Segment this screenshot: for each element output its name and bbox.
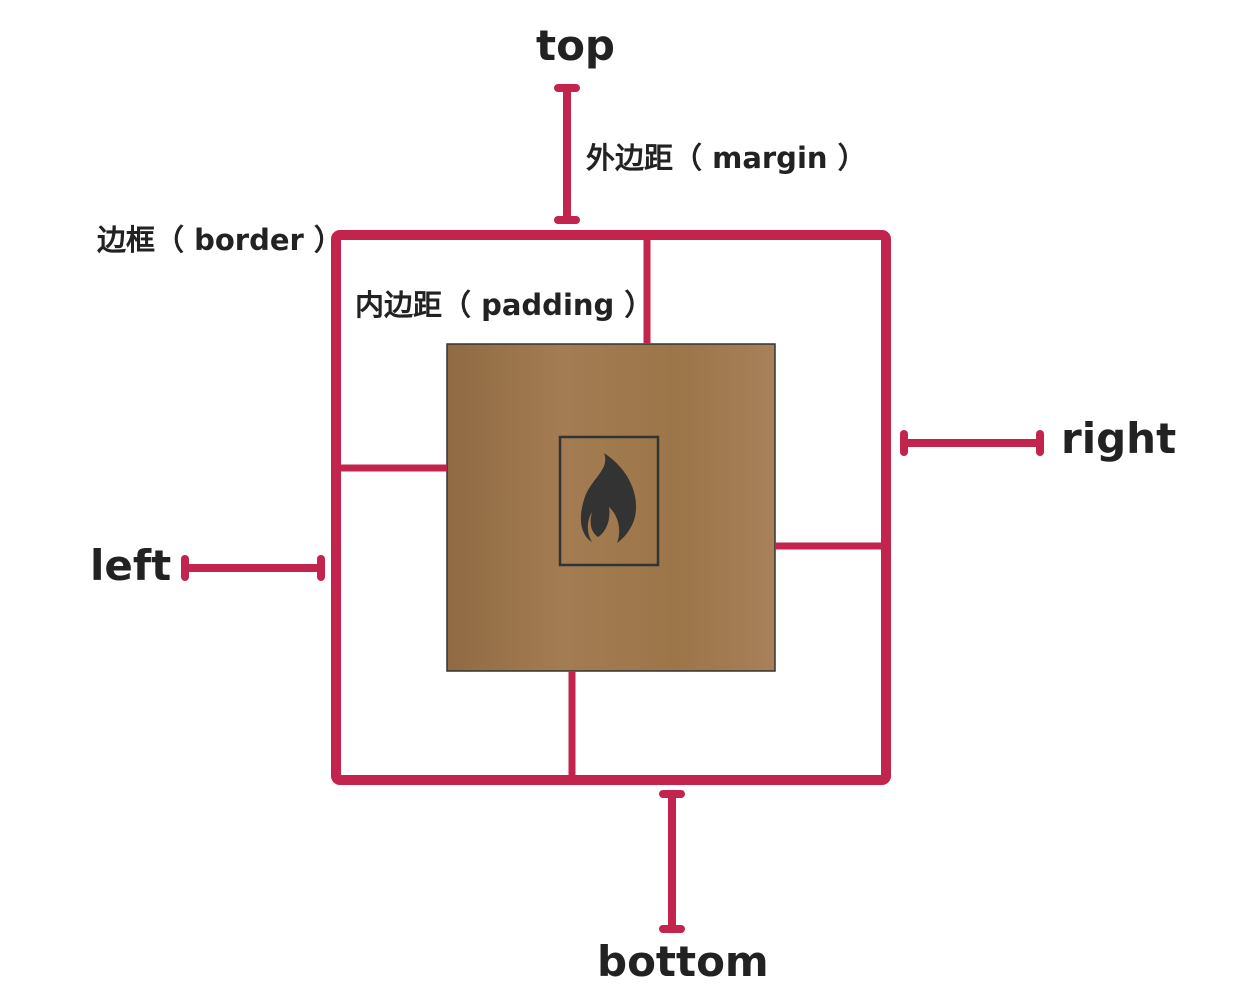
bottom-label: bottom — [597, 937, 769, 986]
top-label: top — [536, 21, 615, 70]
border-label: 边框（ border ） — [97, 223, 343, 257]
border-box — [331, 230, 891, 785]
margin-label: 外边距（ margin ） — [586, 141, 867, 175]
left-label: left — [90, 541, 171, 590]
margin-bottom-indicator — [659, 790, 685, 933]
margin-right-indicator — [900, 430, 1044, 456]
margin-left-indicator — [181, 555, 325, 581]
right-label: right — [1061, 414, 1176, 463]
margin-top-indicator — [554, 84, 580, 224]
flame-icon — [558, 435, 660, 567]
padding-label: 内边距（ padding ） — [355, 288, 653, 322]
content-box — [446, 343, 776, 672]
